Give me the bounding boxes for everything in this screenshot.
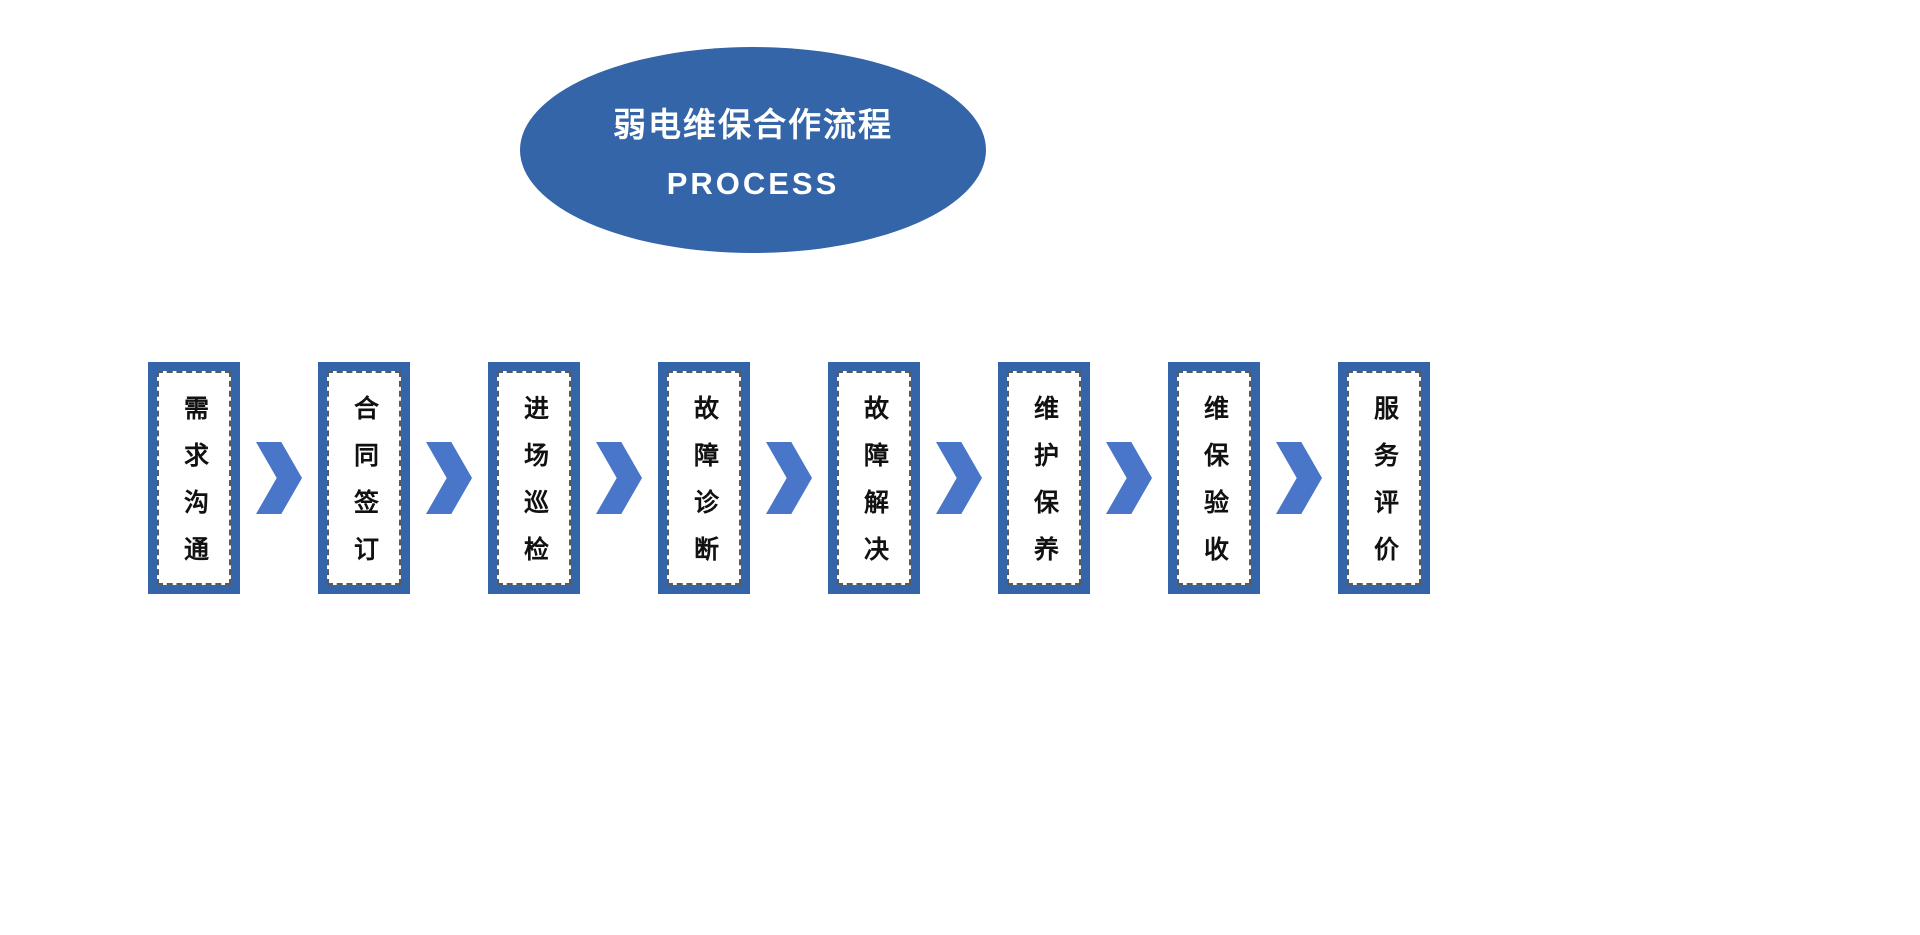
step-label: 需求沟通 [180,395,209,583]
step-box-maintenance: 维护保养 [998,362,1090,594]
step-box-inspection: 进场巡检 [488,362,580,594]
step-label: 维保验收 [1200,395,1229,583]
chevron-right-icon [256,442,302,514]
step-inner: 合同签订 [327,371,401,585]
chevron-right-icon [1106,442,1152,514]
step-box-diagnosis: 故障诊断 [658,362,750,594]
chevron-right-icon [766,442,812,514]
step-box-requirements: 需求沟通 [148,362,240,594]
step-box-acceptance: 维保验收 [1168,362,1260,594]
step-inner: 故障解决 [837,371,911,585]
title-ellipse: 弱电维保合作流程 PROCESS [520,47,986,253]
step-inner: 故障诊断 [667,371,741,585]
step-inner: 进场巡检 [497,371,571,585]
diagram-title: 弱电维保合作流程 [613,106,893,143]
step-label: 故障解决 [860,395,889,583]
step-label: 合同签订 [350,395,379,583]
step-box-resolution: 故障解决 [828,362,920,594]
chevron-right-icon [596,442,642,514]
chevron-right-icon [426,442,472,514]
step-label: 故障诊断 [690,395,719,583]
chevron-right-icon [1276,442,1322,514]
process-flow: 需求沟通 合同签订 进场巡检 故障诊断 故障解决 [148,362,1430,594]
step-label: 维护保养 [1030,395,1059,583]
step-label: 进场巡检 [520,395,549,583]
chevron-right-icon [936,442,982,514]
step-inner: 维护保养 [1007,371,1081,585]
step-inner: 服务评价 [1347,371,1421,585]
step-box-evaluation: 服务评价 [1338,362,1430,594]
step-label: 服务评价 [1370,395,1399,583]
step-inner: 需求沟通 [157,371,231,585]
diagram-subtitle: PROCESS [666,166,840,201]
step-inner: 维保验收 [1177,371,1251,585]
step-box-contract: 合同签订 [318,362,410,594]
